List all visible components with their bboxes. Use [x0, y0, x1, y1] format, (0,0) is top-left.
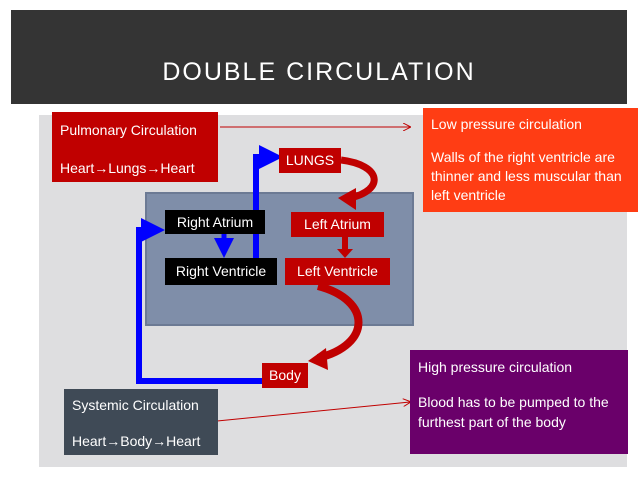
high-pressure-description: Blood has to be pumped to the furthest p…	[418, 394, 609, 430]
low-pressure-heading: Low pressure circulation	[431, 116, 582, 132]
lungs-node: LUNGS	[279, 148, 341, 173]
rv-to-lungs-blue-arrow	[253, 145, 283, 258]
la-to-lv-arrowhead	[337, 249, 353, 258]
pulmonary-heading: Pulmonary Circulation	[60, 122, 197, 138]
lungs-to-la-arrowhead	[338, 188, 356, 210]
lv-to-body-red-arrow	[316, 282, 363, 362]
lungs-to-la-red-arrow	[340, 156, 378, 202]
high-pressure-heading: High pressure circulation	[418, 359, 573, 375]
page-title: DOUBLE CIRCULATION	[162, 58, 476, 86]
pulmonary-circulation-box: Pulmonary Circulation Heart→Lungs→Heart	[52, 112, 218, 182]
high-pressure-box: High pressure circulation Blood has to b…	[410, 350, 628, 454]
left-ventricle-node: Left Ventricle	[285, 258, 390, 285]
right-ventricle-node: Right Ventricle	[165, 258, 277, 285]
body-to-ra-blue-arrow	[136, 218, 262, 384]
low-pressure-description: Walls of the right ventricle are thinner…	[431, 149, 622, 203]
left-atrium-node: Left Atrium	[291, 212, 384, 237]
low-pressure-box: Low pressure circulation Walls of the ri…	[423, 108, 638, 212]
systemic-path: Heart→Body→Heart	[72, 433, 201, 449]
systemic-circulation-box: Systemic Circulation Heart→Body→Heart	[64, 389, 218, 455]
body-node: Body	[262, 363, 308, 388]
systemic-to-high-pressure-arrow	[206, 402, 410, 423]
title-bar: DOUBLE CIRCULATION	[11, 10, 627, 104]
right-atrium-node: Right Atrium	[165, 210, 265, 234]
pulmonary-path: Heart→Lungs→Heart	[60, 160, 195, 176]
systemic-heading: Systemic Circulation	[72, 397, 199, 413]
lv-to-body-arrowhead	[308, 348, 328, 370]
